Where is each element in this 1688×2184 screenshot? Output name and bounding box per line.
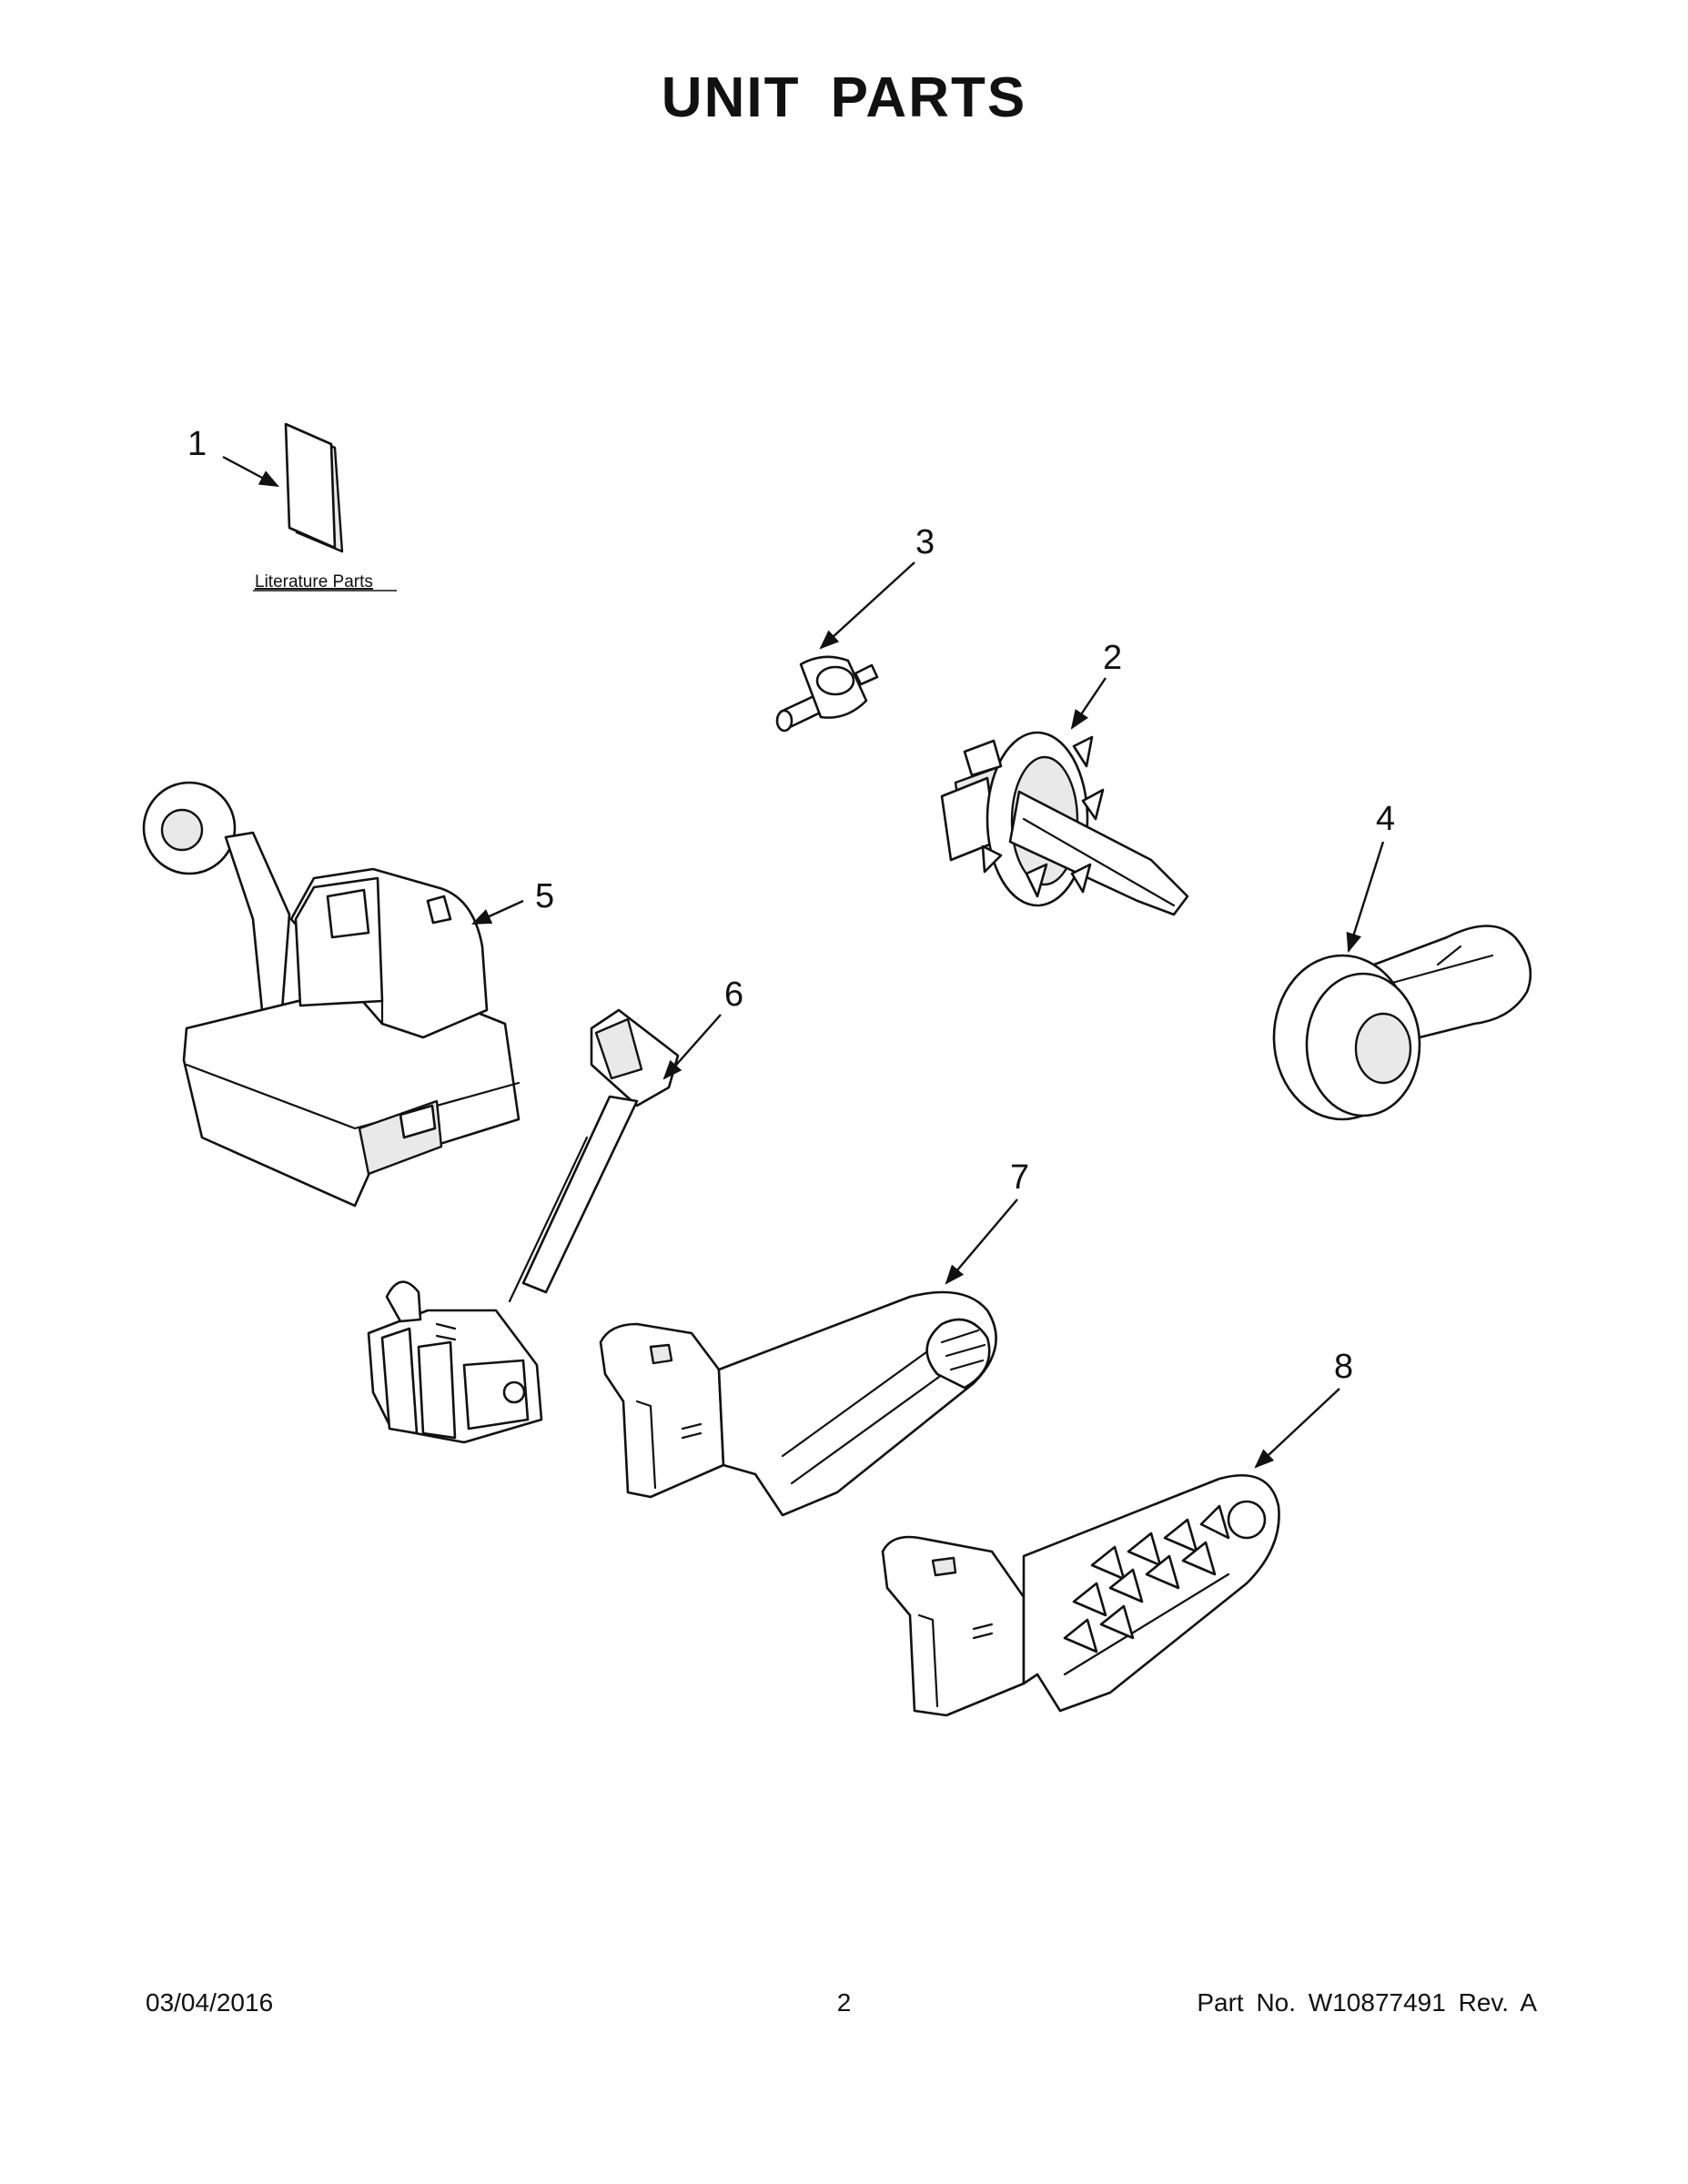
callout-7: 7 [1010, 1158, 1029, 1197]
part-2-flange-shaft [940, 731, 1189, 916]
callout-1: 1 [187, 425, 207, 463]
callout-2-arrow [1070, 677, 1107, 730]
page-title: UNIT PARTS [661, 66, 1027, 129]
part-5-housing [142, 781, 521, 1208]
callout-4: 4 [1376, 800, 1395, 838]
literature-parts-label: Literature Parts [255, 572, 373, 592]
part-8-crusher-arm [881, 1474, 1280, 1717]
callout-8-arrow [1254, 1388, 1340, 1469]
callout-3: 3 [915, 523, 935, 561]
callout-1-arrow [222, 455, 279, 488]
part-6-sensor-arm [367, 1008, 680, 1444]
callout-4-arrow [1346, 841, 1385, 954]
callout-5: 5 [535, 877, 554, 915]
callout-6-arrow [662, 1014, 722, 1080]
part-4-roller-handle [1272, 925, 1532, 1121]
callout-6: 6 [724, 976, 743, 1014]
callout-8: 8 [1334, 1348, 1353, 1386]
part-3-pin [775, 655, 879, 733]
footer-part-number: Part No. W10877491 Rev. A [1197, 1988, 1537, 2017]
part-7-crank-arm [599, 1290, 997, 1517]
part-1-literature [284, 422, 344, 553]
callout-5-arrow [471, 899, 524, 925]
footer-date: 03/04/2016 [146, 1988, 274, 2017]
callout-2: 2 [1103, 639, 1122, 677]
callout-3-arrow [819, 561, 915, 650]
callout-7-arrow [945, 1198, 1018, 1285]
footer-page-number: 2 [836, 1988, 852, 2017]
crusher-spikes [1063, 1504, 1230, 1653]
